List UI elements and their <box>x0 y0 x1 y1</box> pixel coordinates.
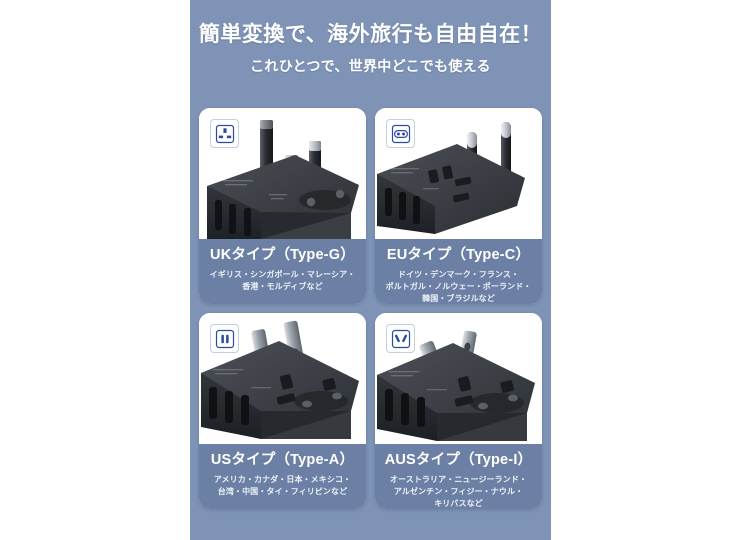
promo-panel: 簡単変換で、海外旅行も自由自在！ これひとつで、世界中どこでも使える <box>190 0 551 540</box>
heading-block: 簡単変換で、海外旅行も自由自在！ これひとつで、世界中どこでも使える <box>190 0 551 75</box>
card-title-uk: UKタイプ（Type-G） <box>210 247 355 263</box>
adapter-photo-uk <box>199 108 366 239</box>
eu-socket-icon <box>386 119 415 148</box>
card-caption-eu: ドイツ・デンマーク・フランス・ ポルトガル・ノルウェー・ポーランド・ 韓国・ブラ… <box>381 269 536 304</box>
caption-line: 台湾・中国・タイ・フィリピンなど <box>217 486 348 496</box>
us-socket-icon <box>210 324 239 353</box>
aus-adapter-illustration <box>375 313 542 444</box>
caption-line: アメリカ・カナダ・日本・メキシコ・ <box>213 475 352 485</box>
adapter-photo-us <box>199 313 366 444</box>
caption-line: 韓国・ブラジルなど <box>422 293 495 303</box>
page-title: 簡単変換で、海外旅行も自由自在！ <box>198 23 543 46</box>
plug-type-card-uk[interactable]: UKタイプ（Type-G） イギリス・シンガポール・マレーシア・ 香港・モルディ… <box>199 108 366 304</box>
eu-adapter-illustration <box>375 108 542 239</box>
plug-type-card-aus[interactable]: AUSタイプ（Type-I） オーストラリア・ニュージーランド・ アルゼンチン・… <box>375 313 542 509</box>
card-footer-us: USタイプ（Type-A） アメリカ・カナダ・日本・メキシコ・ 台湾・中国・タイ… <box>199 444 366 509</box>
caption-line: アルゼンチン・フィジー・ナウル・ <box>393 486 524 496</box>
caption-line: イギリス・シンガポール・マレーシア・ <box>209 270 356 280</box>
adapter-photo-eu <box>375 108 542 239</box>
us-adapter-illustration <box>199 313 366 444</box>
card-caption-us: アメリカ・カナダ・日本・メキシコ・ 台湾・中国・タイ・フィリピンなど <box>205 474 360 497</box>
card-title-eu: EUタイプ（Type-C） <box>386 247 531 263</box>
card-footer-eu: EUタイプ（Type-C） ドイツ・デンマーク・フランス・ ポルトガル・ノルウェ… <box>375 239 542 304</box>
caption-line: ポルトガル・ノルウェー・ポーランド・ <box>385 281 532 291</box>
card-title-aus: AUSタイプ（Type-I） <box>384 452 533 468</box>
caption-line: 香港・モルディブなど <box>242 281 323 291</box>
card-caption-uk: イギリス・シンガポール・マレーシア・ 香港・モルディブなど <box>205 269 360 292</box>
caption-line: ドイツ・デンマーク・フランス・ <box>397 270 520 280</box>
aus-socket-icon <box>386 324 415 353</box>
caption-line: オーストラリア・ニュージーランド・ <box>389 475 528 485</box>
uk-adapter-illustration <box>199 108 366 239</box>
card-footer-aus: AUSタイプ（Type-I） オーストラリア・ニュージーランド・ アルゼンチン・… <box>375 444 542 509</box>
uk-socket-icon <box>210 119 239 148</box>
plug-type-card-us[interactable]: USタイプ（Type-A） アメリカ・カナダ・日本・メキシコ・ 台湾・中国・タイ… <box>199 313 366 509</box>
adapter-photo-aus <box>375 313 542 444</box>
plug-type-card-eu[interactable]: EUタイプ（Type-C） ドイツ・デンマーク・フランス・ ポルトガル・ノルウェ… <box>375 108 542 304</box>
caption-line: キリバスなど <box>434 498 483 508</box>
card-title-us: USタイプ（Type-A） <box>210 452 355 468</box>
plug-type-grid: UKタイプ（Type-G） イギリス・シンガポール・マレーシア・ 香港・モルディ… <box>199 108 542 509</box>
card-caption-aus: オーストラリア・ニュージーランド・ アルゼンチン・フィジー・ナウル・ キリバスな… <box>381 474 536 509</box>
card-footer-uk: UKタイプ（Type-G） イギリス・シンガポール・マレーシア・ 香港・モルディ… <box>199 239 366 304</box>
page-subtitle: これひとつで、世界中どこでも使える <box>250 58 491 75</box>
